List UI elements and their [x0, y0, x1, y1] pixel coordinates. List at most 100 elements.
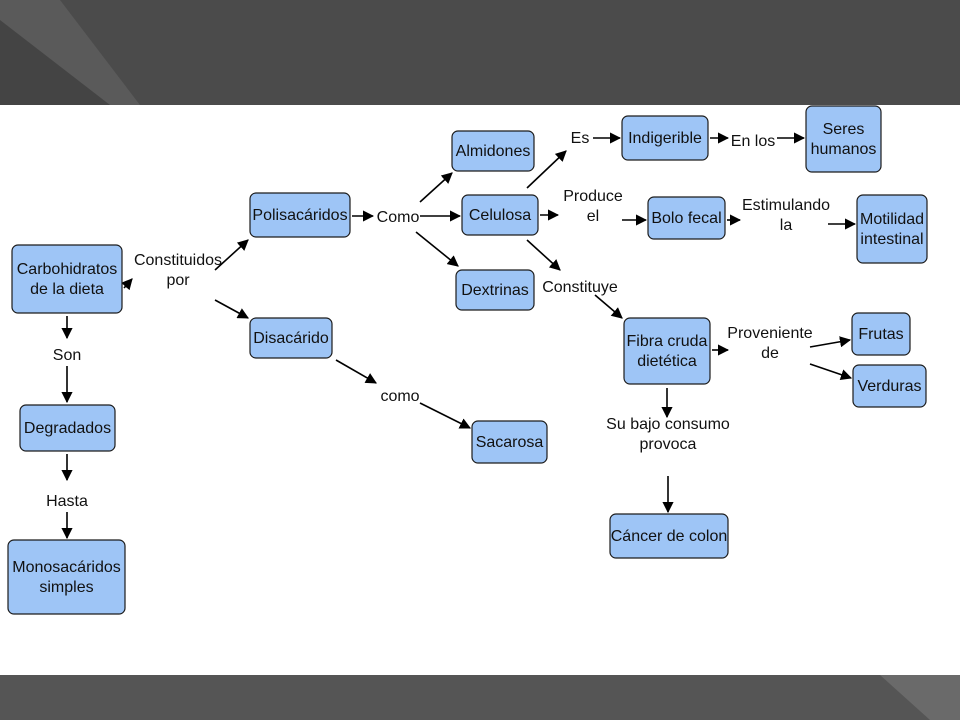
- concept-node-text: simples: [39, 579, 93, 596]
- linking-phrase-proveniente-de: Proveniente de: [727, 325, 812, 362]
- connector-arrow: [809, 363, 853, 381]
- concept-node-carbohidratos: Carbohidratos de la dieta: [11, 244, 123, 314]
- concept-node-box: [856, 194, 928, 264]
- connector-arrow: [419, 402, 472, 429]
- concept-node-text: Almidones: [456, 143, 531, 160]
- concept-node-text: dietética: [637, 353, 697, 370]
- linking-phrase-text: Constituye: [542, 279, 618, 296]
- bottom-band-facet: [0, 675, 960, 720]
- linking-phrase-text: de: [761, 345, 779, 362]
- linking-phrase-text: En los: [731, 133, 775, 150]
- linking-phrase-text: Como: [377, 209, 420, 226]
- concept-node-verduras: Verduras: [852, 364, 927, 408]
- linking-phrase-text: Son: [53, 347, 81, 364]
- linking-phrase-su-bajo-consumo: Su bajo consumo provoca: [606, 416, 730, 453]
- linking-phrase-produce-el: Produce el: [563, 188, 623, 225]
- concept-node-text: Sacarosa: [476, 434, 544, 451]
- connector-arrows: [61, 132, 857, 540]
- connector-arrow: [594, 294, 623, 319]
- concept-node-celulosa: Celulosa: [461, 194, 539, 236]
- concept-node-text: Verduras: [857, 378, 921, 395]
- linking-phrase-text: Constituidos: [134, 252, 222, 269]
- concept-nodes: Carbohidratos de la dietaDegradadosMonosa…: [7, 105, 928, 615]
- linking-phrase-text: Proveniente: [727, 325, 812, 342]
- concept-node-box: [249, 192, 351, 238]
- concept-node-box: [461, 194, 539, 236]
- concept-node-box: [451, 130, 535, 172]
- linking-phrase-son: Son: [53, 347, 81, 364]
- connector-arrow: [809, 336, 852, 348]
- concept-node-text: humanos: [811, 141, 877, 158]
- linking-phrase-estimulando-la: Estimulando la: [742, 197, 830, 234]
- concept-node-box: [7, 539, 126, 615]
- concept-node-text: Cáncer de colon: [611, 528, 728, 545]
- connector-arrow: [335, 359, 377, 384]
- concept-node-box: [623, 317, 711, 385]
- connector-arrow: [526, 239, 561, 271]
- concept-node-sacarosa: Sacarosa: [471, 420, 548, 464]
- concept-node-text: Bolo fecal: [651, 210, 721, 227]
- top-band-facet: [0, 0, 140, 105]
- connector-arrow: [121, 278, 133, 291]
- linking-phrase-constituidos-por: Constituidos por: [134, 252, 222, 289]
- concept-node-frutas: Frutas: [851, 312, 911, 356]
- concept-node-text: Celulosa: [469, 207, 531, 224]
- concept-node-text: intestinal: [860, 231, 923, 248]
- concept-node-text: de la dieta: [30, 281, 104, 298]
- linking-phrase-como-lower: como: [380, 388, 419, 405]
- linking-phrase-como-upper: Como: [377, 209, 420, 226]
- bottom-decorative-band: [0, 675, 960, 720]
- concept-node-box: [851, 312, 911, 356]
- concept-node-dextrinas: Dextrinas: [455, 269, 535, 311]
- linking-phrase-constituye: Constituye: [542, 279, 618, 296]
- linking-phrase-text: provoca: [640, 436, 697, 453]
- linking-phrase-text: por: [166, 272, 190, 289]
- concept-node-text: Motilidad: [860, 211, 924, 228]
- concept-node-almidones: Almidones: [451, 130, 535, 172]
- linking-phrase-text: Hasta: [46, 493, 88, 510]
- linking-phrase-text: como: [380, 388, 419, 405]
- concept-node-fibra: Fibra cruda dietética: [623, 317, 711, 385]
- concept-node-text: Disacárido: [253, 330, 329, 347]
- concept-node-box: [455, 269, 535, 311]
- concept-node-text: Dextrinas: [461, 282, 529, 299]
- concept-node-motilidad: Motilidad intestinal: [856, 194, 928, 264]
- concept-node-text: Carbohidratos: [17, 261, 118, 278]
- linking-phrase-text: la: [780, 217, 793, 234]
- linking-phrase-text: Estimulando: [742, 197, 830, 214]
- concept-node-bolo-fecal: Bolo fecal: [647, 196, 726, 240]
- linking-phrase-text: Produce: [563, 188, 623, 205]
- connector-arrow: [214, 299, 249, 319]
- connector-arrow: [419, 172, 453, 203]
- concept-node-box: [852, 364, 927, 408]
- concept-node-box: [609, 513, 729, 559]
- concept-node-text: Polisacáridos: [252, 207, 347, 224]
- linking-phrase-text: el: [587, 208, 599, 225]
- concept-node-box: [249, 317, 333, 359]
- concept-node-polisacaridos: Polisacáridos: [249, 192, 351, 238]
- concept-node-text: Degradados: [24, 420, 111, 437]
- connector-arrow: [526, 150, 567, 189]
- linking-phrase-en-los: En los: [731, 133, 775, 150]
- concept-node-text: Fibra cruda: [627, 333, 708, 350]
- concept-node-box: [621, 115, 709, 161]
- connector-arrow: [415, 231, 459, 267]
- linking-phrase-text: Su bajo consumo: [606, 416, 730, 433]
- concept-node-box: [19, 404, 116, 452]
- concept-node-text: Indigerible: [628, 130, 702, 147]
- concept-node-box: [471, 420, 548, 464]
- connector-arrow: [214, 239, 249, 271]
- top-decorative-band: [0, 0, 960, 105]
- concept-node-degradados: Degradados: [19, 404, 116, 452]
- linking-phrase-text: Es: [571, 130, 590, 147]
- linking-phrase-hasta: Hasta: [46, 493, 88, 510]
- concept-node-box: [805, 105, 882, 173]
- linking-phrase-es: Es: [571, 130, 590, 147]
- concept-node-text: Frutas: [858, 326, 903, 343]
- concept-node-box: [11, 244, 123, 314]
- concept-node-text: Monosacáridos: [12, 559, 121, 576]
- concept-node-indigerible: Indigerible: [621, 115, 709, 161]
